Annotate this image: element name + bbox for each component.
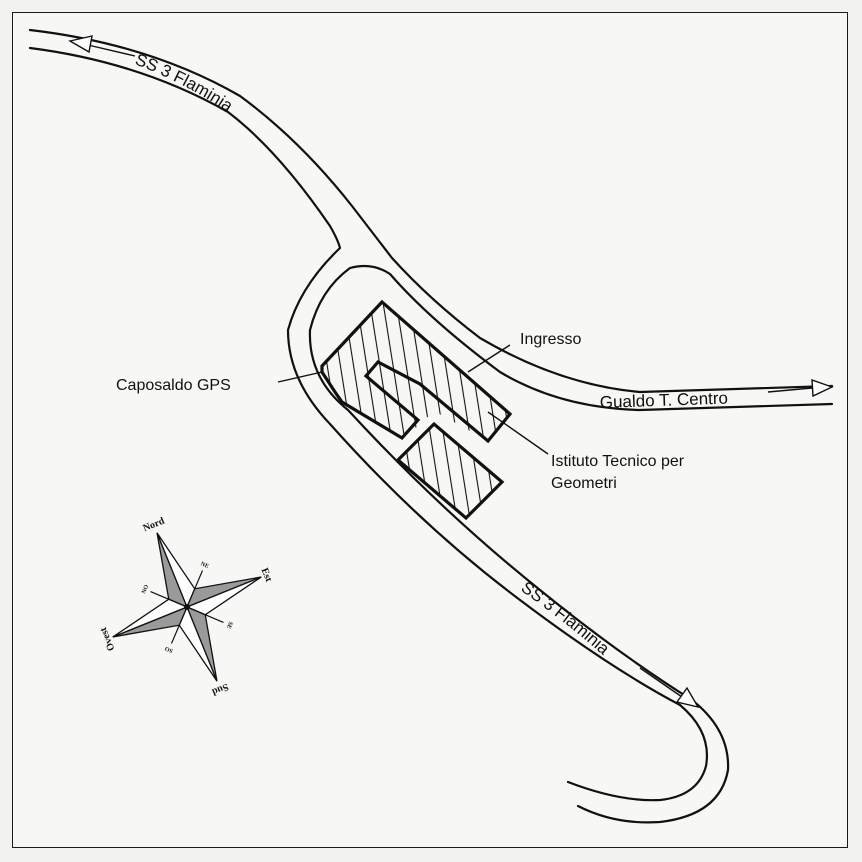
- direction-arrows: [68, 35, 834, 709]
- flaminia-south-curl-inner: [566, 703, 708, 802]
- main-building: [320, 299, 513, 444]
- gualdo-road-edge-lower: [308, 264, 834, 702]
- label-caposaldo-gps: Caposaldo GPS: [116, 377, 231, 394]
- school-buildings: [320, 299, 513, 521]
- compass-label-ne: NE: [200, 561, 210, 570]
- label-ingresso: Ingresso: [520, 331, 581, 348]
- flaminia-south-curl-outer: [576, 698, 730, 824]
- compass-label-so: SO: [164, 645, 174, 654]
- annex-building: [395, 421, 505, 521]
- compass-label-nord: Nord: [141, 516, 166, 535]
- road-label-flaminia-south: SS 3 Flaminia: [518, 578, 614, 659]
- compass-label-no: NO: [141, 584, 150, 595]
- label-istituto-line1: Istituto Tecnico per: [551, 453, 685, 470]
- flaminia-north-edge-outer: [28, 46, 682, 707]
- leader-lines: [277, 344, 549, 455]
- arrow-gualdo: [767, 378, 834, 398]
- compass-rose-icon: Nord Est Sud Ovest NE SE SO NO: [98, 516, 275, 698]
- arrow-flaminia-south: [639, 667, 700, 709]
- road-label-flaminia-north: SS 3 Flaminia: [133, 50, 237, 116]
- road-label-gualdo: Gualdo T. Centro: [599, 389, 728, 412]
- compass-label-sud: Sud: [210, 681, 230, 698]
- arrow-flaminia-north: [68, 35, 136, 57]
- compass-label-se: SE: [225, 620, 233, 629]
- flaminia-north-edge-inner: [28, 28, 834, 394]
- compass-label-est: Est: [259, 566, 275, 584]
- compass-label-ovest: Ovest: [98, 625, 118, 652]
- label-istituto-line2: Geometri: [551, 475, 617, 492]
- road-network: [28, 28, 834, 824]
